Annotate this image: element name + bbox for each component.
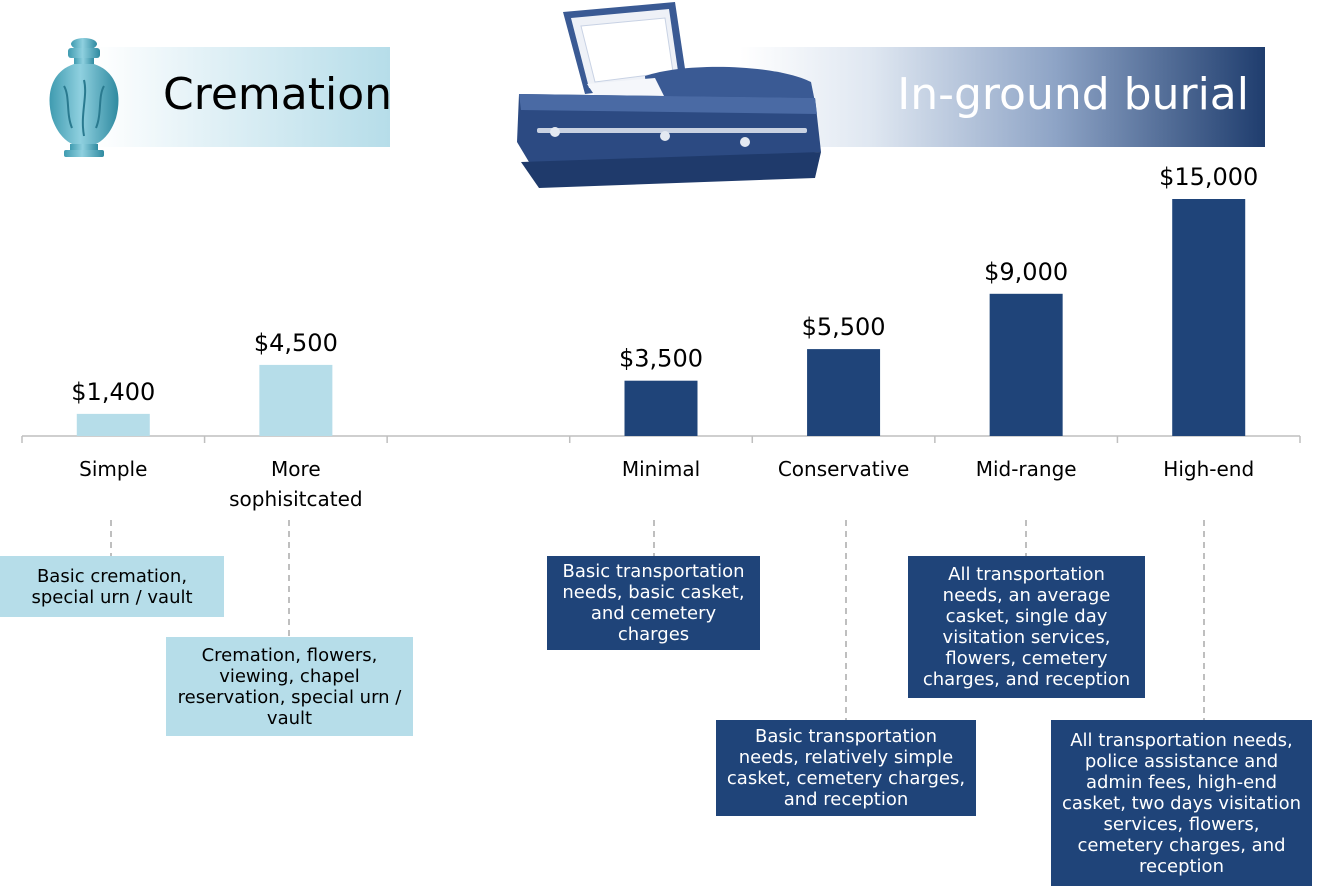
bar-minimal bbox=[624, 380, 698, 436]
category-label: Conservative bbox=[778, 457, 909, 481]
bar-more-sophisitcated bbox=[259, 364, 333, 436]
category-label: Simple bbox=[79, 457, 147, 481]
bar-simple bbox=[76, 413, 150, 436]
burial-title: In-ground burial bbox=[897, 69, 1249, 120]
burial-header: In-ground burial bbox=[740, 47, 1265, 147]
bar-mid-range bbox=[989, 293, 1063, 436]
value-label: $15,000 bbox=[1159, 163, 1258, 191]
value-label: $5,500 bbox=[802, 313, 886, 341]
desc-high-end: All transportation needs, police assista… bbox=[1051, 720, 1312, 886]
value-label: $4,500 bbox=[254, 329, 338, 357]
value-label: $1,400 bbox=[71, 378, 155, 406]
category-label: High-end bbox=[1163, 457, 1254, 481]
desc-more-sophisticated: Cremation, flowers, viewing, chapel rese… bbox=[166, 637, 413, 736]
desc-conservative: Basic transportation needs, relatively s… bbox=[716, 720, 976, 816]
urn-icon bbox=[49, 38, 119, 157]
bar-conservative bbox=[807, 349, 881, 436]
bar-high-end bbox=[1172, 199, 1246, 436]
desc-simple: Basic cremation, special urn / vault bbox=[0, 556, 224, 617]
cremation-header: Cremation bbox=[95, 47, 393, 147]
category-label: Mid-range bbox=[976, 457, 1077, 481]
value-label: $3,500 bbox=[619, 345, 703, 373]
desc-mid-range: All transportation needs, an average cas… bbox=[908, 556, 1145, 698]
cremation-title: Cremation bbox=[163, 69, 393, 120]
desc-minimal: Basic transportation needs, basic casket… bbox=[547, 556, 760, 650]
category-label: Minimal bbox=[622, 457, 700, 481]
value-label: $9,000 bbox=[984, 258, 1068, 286]
casket-icon bbox=[517, 2, 821, 188]
